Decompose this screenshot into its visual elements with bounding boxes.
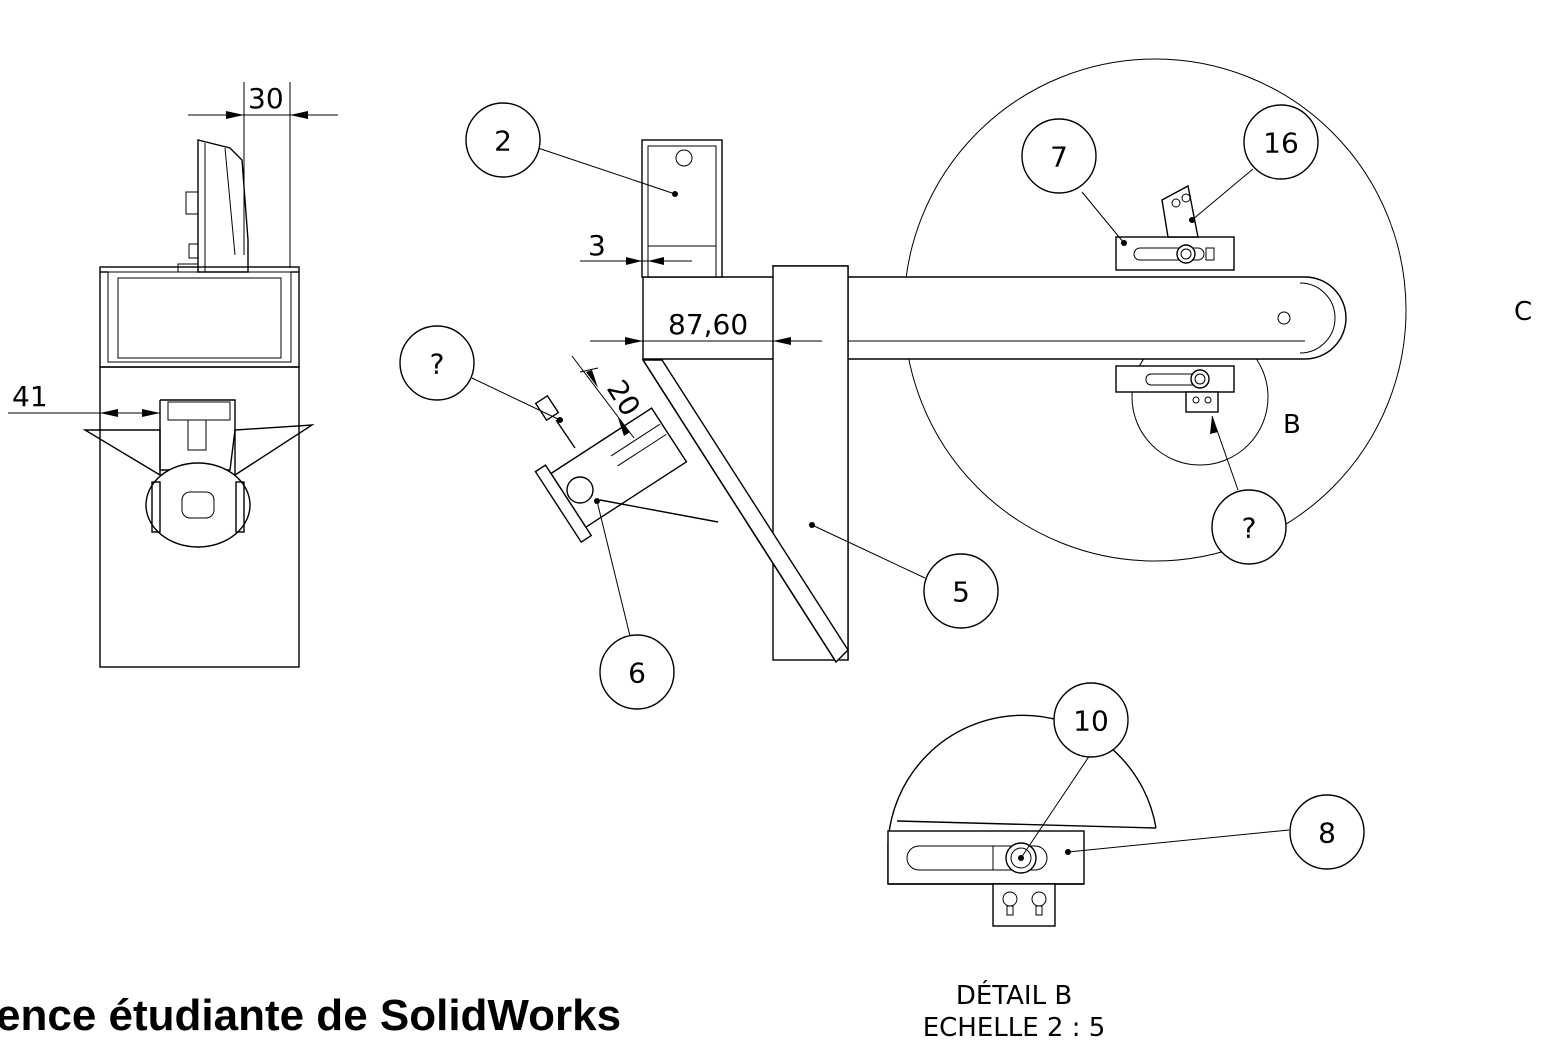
svg-text:6: 6 bbox=[628, 657, 646, 690]
svg-text:7: 7 bbox=[1050, 141, 1068, 174]
balloon-2: 2 bbox=[465, 102, 541, 178]
top-clamp-tab bbox=[1161, 184, 1199, 238]
svg-text:8: 8 bbox=[1318, 817, 1336, 850]
upper-bracket bbox=[641, 139, 723, 278]
balloon-question-left: ? bbox=[399, 325, 475, 401]
detail-b-view: 10 8 DÉTAIL B ECHELLE 2 : 5 bbox=[887, 682, 1365, 1043]
svg-text:10: 10 bbox=[1073, 705, 1109, 738]
student-license-watermark: ence étudiante de SolidWorks bbox=[0, 991, 621, 1040]
balloon-8: 8 bbox=[1289, 794, 1365, 870]
tube-bore bbox=[566, 476, 594, 504]
dimension-30-label: 30 bbox=[248, 82, 284, 115]
detail-c-label: C bbox=[1514, 297, 1532, 327]
balloon-7: 7 bbox=[1021, 118, 1097, 194]
side-view-frame bbox=[99, 266, 300, 368]
detail-b-bracket bbox=[887, 830, 1085, 885]
side-view-disc bbox=[145, 462, 251, 548]
side-view: 30 41 bbox=[8, 82, 338, 668]
svg-text:?: ? bbox=[1242, 512, 1257, 545]
detail-b-lower-plate bbox=[992, 883, 1056, 927]
main-view: 3 87,60 20 2 ? bbox=[399, 58, 1532, 710]
svg-text:16: 16 bbox=[1263, 127, 1299, 160]
balloon-5: 5 bbox=[923, 553, 999, 629]
main-beam bbox=[642, 276, 1347, 360]
svg-text:5: 5 bbox=[952, 576, 970, 609]
dimension-3-label: 3 bbox=[588, 229, 606, 262]
balloon-10: 10 bbox=[1053, 682, 1129, 758]
balloon-question-right: ? bbox=[1211, 489, 1287, 565]
lower-clamp-bracket bbox=[1115, 365, 1235, 393]
svg-text:2: 2 bbox=[494, 125, 512, 158]
dimension-41-label: 41 bbox=[12, 380, 48, 413]
detail-b-label: B bbox=[1283, 410, 1301, 440]
svg-text:?: ? bbox=[430, 348, 445, 381]
detail-b-caption-title: DÉTAIL B bbox=[956, 979, 1072, 1011]
dimension-20-label: 20 bbox=[600, 374, 647, 422]
detail-b-caption-scale: ECHELLE 2 : 5 bbox=[923, 1013, 1106, 1043]
dimension-87-60-label: 87,60 bbox=[668, 308, 748, 341]
detail-b-boundary bbox=[887, 714, 1157, 884]
balloon-16: 16 bbox=[1243, 104, 1319, 180]
balloon-6: 6 bbox=[599, 634, 675, 710]
